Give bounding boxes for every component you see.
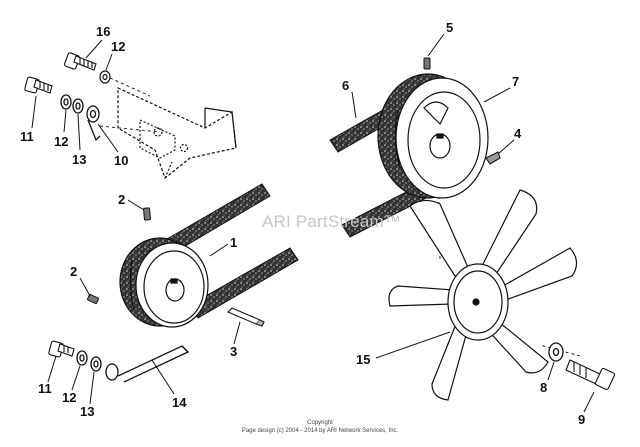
key-3-icon xyxy=(227,307,265,327)
callout-8: 8 xyxy=(540,380,547,395)
bolt-11b-icon xyxy=(48,340,75,358)
key-4-icon xyxy=(485,151,501,165)
copyright-label: Copyright xyxy=(307,420,333,426)
bolt-9-icon xyxy=(565,359,616,391)
callout-6: 6 xyxy=(342,78,349,93)
washer-12b-icon xyxy=(60,94,72,110)
callout-12: 12 xyxy=(62,390,76,405)
callout-3: 3 xyxy=(230,344,237,359)
washer-12c-icon xyxy=(76,350,88,366)
callout-7: 7 xyxy=(512,74,519,89)
spacer-10-icon xyxy=(86,105,101,142)
fan-15-icon xyxy=(388,189,578,401)
mounting-bracket xyxy=(117,87,237,179)
lock-washer-13-icon xyxy=(72,98,84,114)
callout-5: 5 xyxy=(446,20,453,35)
copyright-notice: Page design (c) 2004 - 2014 by ARI Netwo… xyxy=(241,428,399,434)
callout-4: 4 xyxy=(514,126,522,141)
callout-15: 15 xyxy=(356,352,370,367)
pulley-7-icon xyxy=(377,73,489,199)
watermark: ARI PartStream™ xyxy=(262,212,402,231)
washer-8-icon xyxy=(548,342,564,362)
callout-2: 2 xyxy=(118,192,125,207)
callout-12: 12 xyxy=(54,134,68,149)
pulley-1-icon xyxy=(119,237,209,328)
washer-12-icon xyxy=(99,70,111,84)
callout-16: 16 xyxy=(96,24,110,39)
leader-lines xyxy=(31,33,595,413)
callout-10: 10 xyxy=(114,153,128,168)
bolt-16-icon xyxy=(63,52,97,71)
callout-13: 13 xyxy=(72,152,86,167)
callout-9: 9 xyxy=(578,412,585,427)
set-screw-2-icon xyxy=(143,207,151,221)
set-screw-5-icon xyxy=(423,57,431,70)
callout-11: 11 xyxy=(38,381,52,396)
callout-2: 2 xyxy=(70,264,77,279)
callout-13: 13 xyxy=(80,404,94,419)
lock-washer-13b-icon xyxy=(90,356,102,372)
bolt-11-icon xyxy=(24,76,53,94)
callout-11: 11 xyxy=(20,129,34,144)
set-screw-2b-icon xyxy=(87,293,99,305)
callout-numbers: 16 12 11 12 13 10 2 1 2 3 11 12 13 14 5 … xyxy=(20,20,585,427)
callout-14: 14 xyxy=(172,395,187,410)
callout-12: 12 xyxy=(111,39,125,54)
callout-1: 1 xyxy=(230,235,237,250)
idler-rod-14-icon xyxy=(105,345,190,383)
